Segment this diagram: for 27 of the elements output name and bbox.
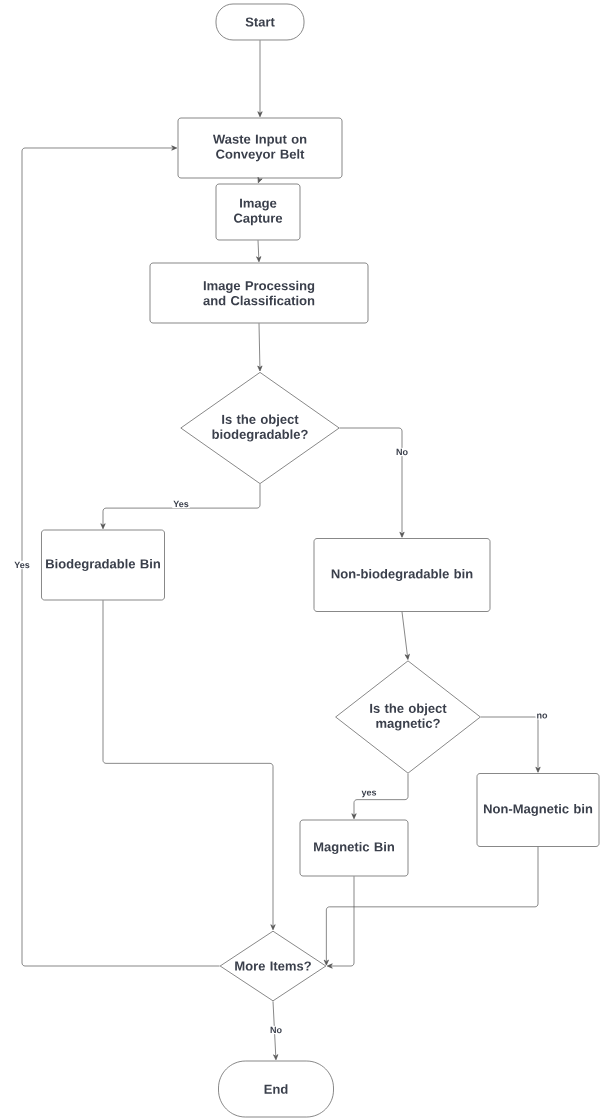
arrow: [102, 600, 276, 931]
process-box: Biodegradable Bin: [41, 529, 165, 601]
edge-label: No: [269, 1025, 283, 1035]
process-box: Non-Magnetic bin: [476, 773, 600, 847]
process-box: Magnetic Bin: [299, 819, 409, 877]
edge-label: Yes: [13, 560, 31, 570]
edge-label: Yes: [172, 499, 190, 509]
arrow: [323, 846, 539, 966]
arrow: [272, 1001, 279, 1061]
arrow: [351, 773, 409, 820]
arrow: [257, 40, 263, 118]
arrow: [257, 323, 263, 372]
arrow: [401, 611, 410, 660]
edge-label: No: [395, 447, 409, 457]
edge-label: no: [535, 712, 549, 720]
edge-label: yes: [360, 789, 378, 799]
process-box: Image Capture: [215, 183, 301, 241]
arrow: [480, 716, 541, 773]
arrow: [256, 240, 262, 263]
arrow: [100, 483, 261, 530]
process-box: Waste Input on Conveyor Belt: [177, 117, 343, 179]
process-box: Non-biodegradable bin: [313, 538, 491, 612]
arrow: [339, 427, 405, 538]
arrow: [257, 176, 263, 184]
process-box: Image Processing and Classification: [149, 262, 369, 324]
arrow: [21, 145, 220, 967]
arrow: [326, 876, 355, 969]
